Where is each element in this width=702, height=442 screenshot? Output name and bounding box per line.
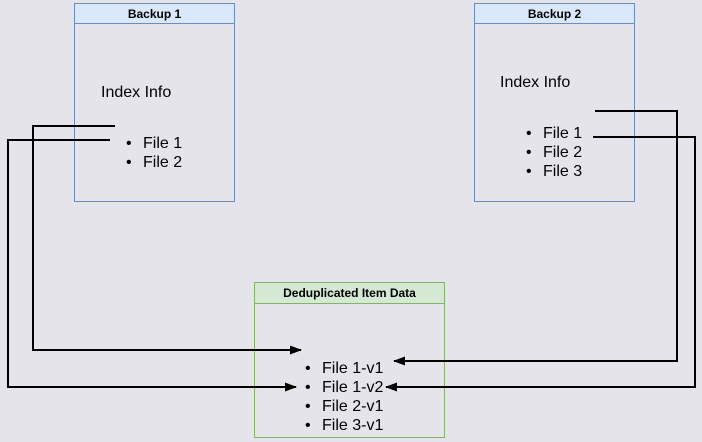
dedup-box: Deduplicated Item Data File 1-v1 File 1-… [254,282,445,438]
backup2-box: Backup 2 Index Info File 1 File 2 File 3 [474,3,635,202]
backup1-file-list: File 1 File 2 [126,134,182,172]
backup2-file-item: File 1 [526,124,582,143]
backup2-file-item: File 2 [526,143,582,162]
dedup-item: File 2-v1 [305,397,383,416]
backup1-box: Backup 1 Index Info File 1 File 2 [74,3,235,202]
dedup-header: Deduplicated Item Data [255,283,444,304]
dedup-item-list: File 1-v1 File 1-v2 File 2-v1 File 3-v1 [305,359,383,435]
backup1-index-info-label: Index Info [101,84,172,101]
backup2-file-list: File 1 File 2 File 3 [526,124,582,181]
backup2-file-item: File 3 [526,162,582,181]
backup1-title: Backup 1 [127,6,182,21]
dedup-item: File 3-v1 [305,416,383,435]
backup1-header: Backup 1 [75,4,234,24]
dedup-title: Deduplicated Item Data [283,286,416,300]
backup1-file-item: File 1 [126,134,182,153]
dedup-item: File 1-v1 [305,359,383,378]
dedup-item: File 1-v2 [305,378,383,397]
backup1-file-item: File 2 [126,153,182,172]
backup2-header: Backup 2 [475,4,634,24]
backup2-title: Backup 2 [527,6,582,21]
backup2-index-info-label: Index Info [500,74,571,91]
